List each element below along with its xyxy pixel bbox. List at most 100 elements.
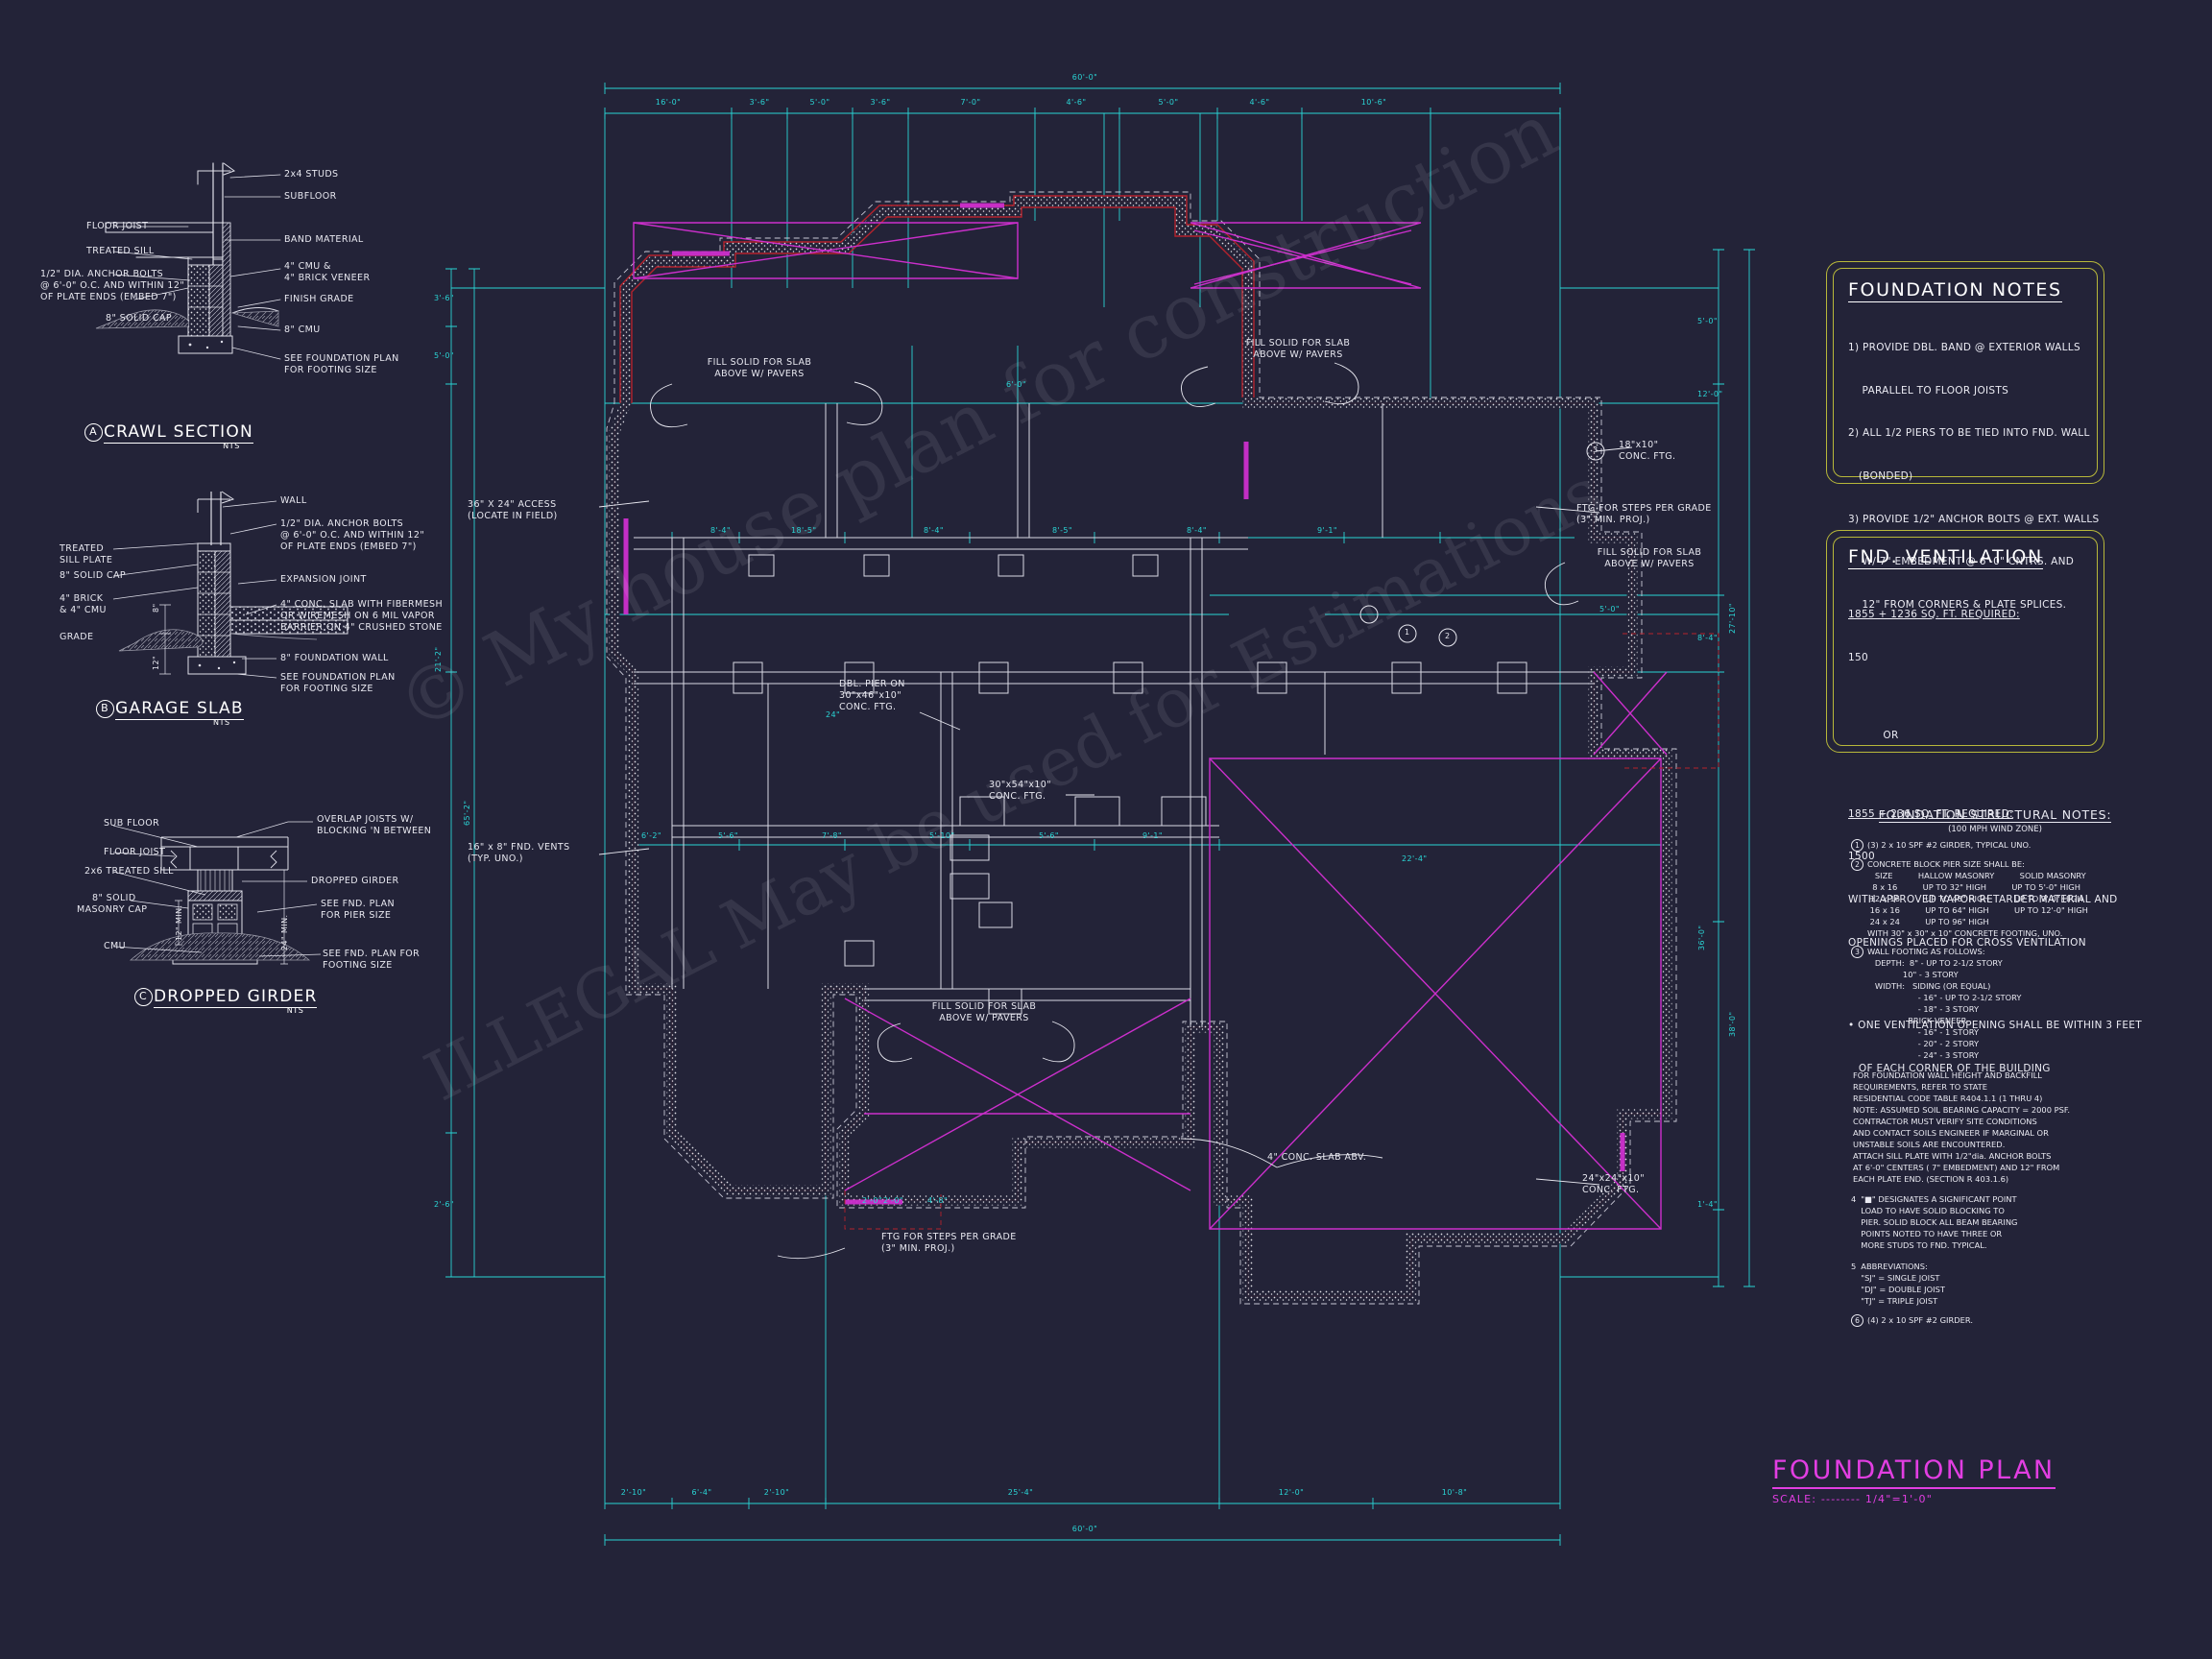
dim-right-4: 36'-0" (1697, 925, 1706, 950)
structural-note-item-2: 2 CONCRETE BLOCK PIER SIZE SHALL BE: SIZ… (1851, 858, 2139, 939)
struct2-l0: CONCRETE BLOCK PIER SIZE SHALL BE: (1867, 859, 2025, 869)
structp-l3: NOTE: ASSUMED SOIL BEARING CAPACITY = 20… (1853, 1105, 2070, 1116)
garage-label-see-plan: SEE FOUNDATION PLAN (280, 672, 396, 683)
crawl-label-anchor1: 1/2" DIA. ANCHOR BOLTS (40, 269, 164, 279)
structural-notes-heading: FOUNDATION STRUCTURAL NOTES: (1878, 807, 2112, 823)
garage-label-grade: GRADE (60, 632, 94, 642)
structp-l1: REQUIREMENTS, REFER TO STATE (1853, 1082, 1987, 1093)
detail-nts-b: NTS (212, 718, 230, 727)
crawl-label-brick: 4" BRICK VENEER (284, 273, 371, 283)
structp-l10: EACH PLATE END. (SECTION R 403.1.6) (1853, 1174, 2009, 1185)
foundation-notes-body: 1) PROVIDE DBL. BAND @ EXTERIOR WALLS PA… (1848, 312, 2099, 641)
dim-right-6: 1'-4" (1697, 1200, 1718, 1209)
dim-int-16: 4'-8" (927, 1196, 948, 1205)
girder-label-see-pier1: SEE FND. PLAN (321, 899, 396, 909)
struct3-l5: WIDTH: SIDING (OR EQUAL) (1867, 981, 1991, 992)
structural-note-num-5: 5 (1851, 1261, 1857, 1271)
structp-l6: UNSTABLE SOILS ARE ENCOUNTERED. (1853, 1140, 2006, 1150)
struct2-l1: SIZE HALLOW MASONRY SOLID MASONRY (1867, 871, 2086, 881)
foundation-note-2: 2) ALL 1/2 PIERS TO BE TIED INTO FND. WA… (1848, 427, 2090, 440)
dim-int-5: 9'-1" (1317, 526, 1337, 535)
detail-garage-slab (112, 491, 349, 679)
structural-note-num-2: 2 (1851, 858, 1863, 871)
struct3-l3: 10" - 3 STORY (1867, 970, 1959, 980)
girder-label-cap2: MASONRY CAP (77, 904, 148, 915)
garage-dim-8in: 8" (152, 603, 160, 613)
dim-left-1: 5'-0" (434, 351, 454, 360)
garage-label-cmu: & 4" CMU (60, 605, 107, 615)
plan-annotation-access: 36" X 24" ACCESS (LOCATE IN FIELD) (468, 499, 558, 521)
struct5-l4: "TJ" = TRIPLE JOIST (1861, 1295, 1938, 1306)
structp-l5: AND CONTACT SOILS ENGINEER IF MARGINAL O… (1853, 1128, 2049, 1139)
girder-label-subfloor: SUB FLOOR (104, 818, 160, 829)
plan-annotation-steps1: FTG FOR STEPS PER GRADE (3" MIN. PROJ.) (1576, 503, 1712, 525)
girder-label-dropped: DROPPED GIRDER (311, 876, 399, 886)
garage-label-slab1: 4" CONC. SLAB WITH FIBERMESH (280, 599, 444, 610)
structural-note-item-3: 3 WALL FOOTING AS FOLLOWS: DEPTH: 8" - U… (1851, 946, 2139, 1061)
struct4-l0: "■" DESIGNATES A SIGNIFICANT POINT (1861, 1194, 2017, 1205)
girder-label-cap1: 8" SOLID (92, 893, 136, 903)
detail-nts-a: NTS (223, 442, 240, 450)
dim-int-17: 2'-0" (862, 1196, 882, 1205)
structural-note-num-1: 1 (1851, 839, 1863, 852)
plan-annotation-steps2: FTG FOR STEPS PER GRADE (3" MIN. PROJ.) (881, 1232, 1017, 1254)
girder-dim-12min: 12" MIN. (175, 904, 183, 941)
vent-line-0: 1855 + 1236 SQ. FT. REQUIRED: (1848, 608, 2020, 620)
struct3-l8: BRICK VENEER (1867, 1016, 1967, 1026)
crawl-label-see-plan: SEE FOUNDATION PLAN (284, 353, 399, 364)
structp-l0: FOR FOUNDATION WALL HEIGHT AND BACKFILL (1853, 1070, 2042, 1081)
foundation-note-0: 1) PROVIDE DBL. BAND @ EXTERIOR WALLS (1848, 341, 2080, 353)
foundation-note-6: 12" FROM CORNERS & PLATE SPLICES. (1848, 599, 2067, 612)
dim-top-1: 3'-6" (749, 98, 770, 107)
crawl-label-band: BAND MATERIAL (284, 234, 364, 245)
dim-top-4: 7'-0" (960, 98, 981, 107)
structp-l9: AT 6'-0" CENTERS ( 7" EMBEDMENT) AND 12"… (1853, 1163, 2060, 1173)
crawl-label-anchor2: @ 6'-0" O.C. AND WITHIN 12" (40, 280, 185, 291)
girder-label-floor-joist: FLOOR JOIST (104, 847, 166, 857)
dim-int-2: 8'-4" (924, 526, 944, 535)
garage-label-slab3: BARRIER ON 4" CRUSHED STONE (280, 622, 443, 633)
dim-top-0: 16'-0" (655, 98, 682, 107)
structural-note-paragraph: FOR FOUNDATION WALL HEIGHT AND BACKFILL … (1853, 1070, 2139, 1185)
foundation-note-5: W/ 7" EMBEDMENT @ 6'-0" CNTRS. AND (1848, 556, 2075, 568)
dim-right-1: 12'-0" (1697, 390, 1723, 398)
struct3-l10: - 20" - 2 STORY (1867, 1039, 1980, 1049)
structp-l8: ATTACH SILL PLATE WITH 1/2"dia. ANCHOR B… (1853, 1151, 2052, 1162)
dim-left-0: 3'-6" (434, 294, 454, 302)
dim-int-10: 5'-6" (1039, 831, 1059, 840)
fnd-ventilation-body: 1855 + 1236 SQ. FT. REQUIRED: 150 OR 185… (1848, 579, 2142, 1105)
fnd-ventilation-heading: FND. VENTILATION (1848, 546, 2043, 569)
vent-line-2: OR (1848, 730, 1899, 742)
dim-bottom-1: 6'-4" (691, 1488, 712, 1497)
dim-top-overall: 60'-0" (1071, 73, 1098, 82)
struct4-l2: PIER. SOLID BLOCK ALL BEAM BEARING (1861, 1217, 2018, 1228)
vent-line-5: WITH APPROVED VAPOR RETARDER MATERIAL AN… (1848, 894, 2118, 906)
garage-label-solid-cap: 8" SOLID CAP (60, 570, 127, 581)
dim-int-11: 9'-1" (1142, 831, 1163, 840)
plan-annotation-ftg30: 30"x54"x10" CONC. FTG. (989, 780, 1052, 802)
struct3-l6: - 16" - UP TO 2-1/2 STORY (1867, 993, 2022, 1003)
crawl-label-solid-cap: 8" SOLID CAP (106, 313, 173, 324)
struct3-l9: - 16" - 1 STORY (1867, 1027, 1980, 1038)
dim-int-7: 5'-6" (718, 831, 738, 840)
structp-l4: CONTRACTOR MUST VERIFY SITE CONDITIONS (1853, 1117, 2037, 1127)
dim-int-0: 8'-4" (710, 526, 731, 535)
structural-note-num-4: 4 (1851, 1194, 1857, 1205)
dim-int-14: 5'-0" (1599, 605, 1620, 613)
struct2-l4: 16 x 16 UP TO 64" HIGH UP TO 12'-0" HIGH (1867, 905, 2088, 916)
plan-annotation-2: FILL SOLID FOR SLAB ABOVE W/ PAVERS (1597, 547, 1702, 569)
garage-label-fnd-wall: 8" FOUNDATION WALL (280, 653, 389, 663)
dim-bottom-2: 2'-10" (763, 1488, 790, 1497)
dim-int-8: 7'-8" (822, 831, 842, 840)
struct6-l0: (4) 2 x 10 SPF #2 GIRDER. (1867, 1314, 1973, 1325)
dim-bottom-4: 12'-0" (1278, 1488, 1305, 1497)
dim-right-0: 5'-0" (1697, 317, 1718, 325)
garage-label-brick: 4" BRICK (60, 593, 104, 604)
crawl-label-finish-grade: FINISH GRADE (284, 294, 354, 304)
garage-label-ftg-size: FOR FOOTING SIZE (280, 684, 373, 694)
dim-left-3: 65'-2" (463, 800, 471, 826)
detail-bubble-b: B (96, 699, 114, 718)
dim-left-2: 21'-2" (434, 646, 443, 672)
